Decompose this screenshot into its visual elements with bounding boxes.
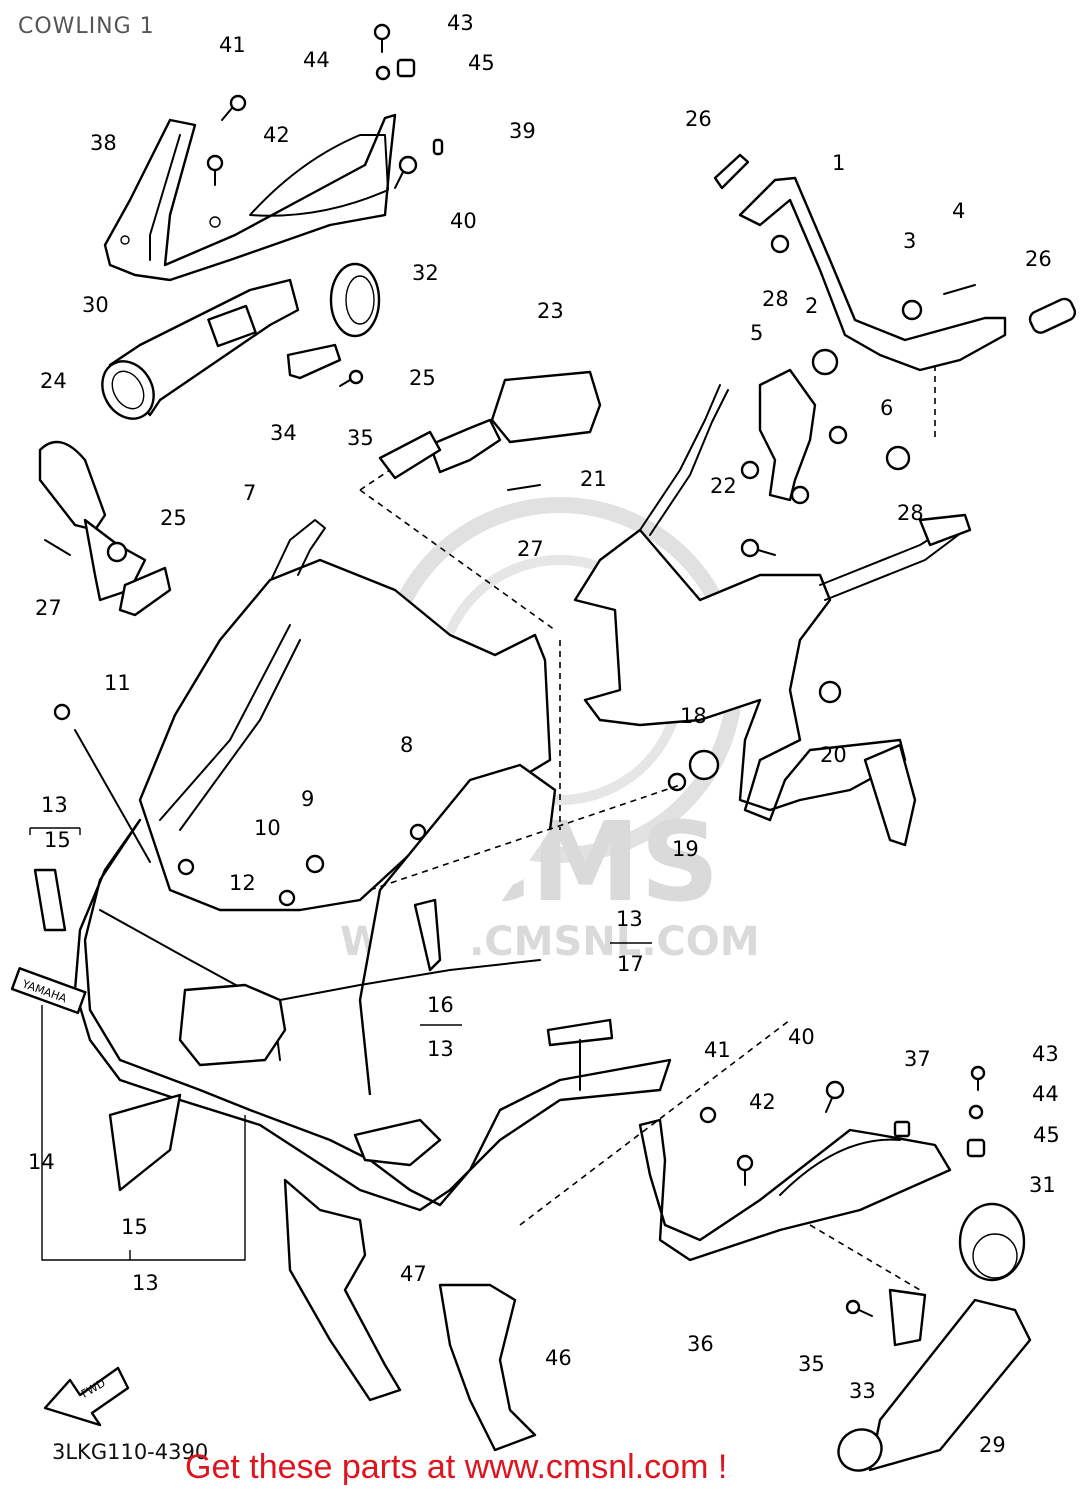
callout-number: 44 bbox=[1032, 1082, 1059, 1106]
callout-number: 13 bbox=[616, 907, 643, 931]
callout-number: 16 bbox=[427, 993, 454, 1017]
callout-number: 9 bbox=[301, 787, 314, 811]
callout-number: 8 bbox=[400, 733, 413, 757]
diagram-code: 3LKG110-4390 bbox=[52, 1440, 209, 1464]
part-stay-21 bbox=[573, 384, 972, 847]
callout-number: 3 bbox=[903, 229, 916, 253]
callout-number: 25 bbox=[160, 506, 187, 530]
callout-number: 14 bbox=[28, 1150, 55, 1174]
callout-number: 45 bbox=[468, 51, 495, 75]
callout-number: 26 bbox=[1025, 247, 1052, 271]
callout-number: 2 bbox=[805, 294, 818, 318]
callout-number: 13 bbox=[41, 793, 68, 817]
callout-number: 28 bbox=[762, 287, 789, 311]
callout-number: 4 bbox=[952, 199, 965, 223]
callout-number: 41 bbox=[219, 33, 246, 57]
callout-number: 28 bbox=[897, 501, 924, 525]
callout-number: 29 bbox=[979, 1433, 1006, 1457]
callout-number: 7 bbox=[243, 481, 256, 505]
callout-number: 18 bbox=[680, 704, 707, 728]
callout-number: 26 bbox=[685, 107, 712, 131]
callout-number: 42 bbox=[263, 123, 290, 147]
callout-number: 6 bbox=[880, 396, 893, 420]
callout-number: 31 bbox=[1029, 1173, 1056, 1197]
part-bracket-34 bbox=[286, 343, 364, 387]
callout-number: 10 bbox=[254, 816, 281, 840]
part-cover-47 bbox=[283, 1178, 402, 1402]
callout-number: 36 bbox=[687, 1332, 714, 1356]
callout-number: 34 bbox=[270, 421, 297, 445]
callout-number: 13 bbox=[427, 1037, 454, 1061]
callout-number: 43 bbox=[447, 11, 474, 35]
callout-number: 33 bbox=[849, 1379, 876, 1403]
part-bracket-5 bbox=[740, 368, 848, 505]
callout-number: 19 bbox=[672, 837, 699, 861]
part-front-cowling bbox=[10, 763, 672, 1212]
callout-number: 23 bbox=[537, 299, 564, 323]
part-stay-1 bbox=[713, 153, 1077, 471]
callout-number: 15 bbox=[121, 1215, 148, 1239]
part-grommet-32 bbox=[329, 262, 381, 338]
part-mirror-23 bbox=[378, 370, 602, 491]
callout-number: 40 bbox=[450, 209, 477, 233]
callout-number: 30 bbox=[82, 293, 109, 317]
callout-number: 13 bbox=[132, 1271, 159, 1295]
callout-number: 37 bbox=[904, 1047, 931, 1071]
diagram-title: COWLING 1 bbox=[18, 14, 155, 39]
callout-number: 38 bbox=[90, 131, 117, 155]
callout-number: 5 bbox=[750, 321, 763, 345]
callout-number: 25 bbox=[409, 366, 436, 390]
part-air-duct-30 bbox=[101, 278, 300, 420]
callout-number: 11 bbox=[104, 671, 131, 695]
callout-number: 43 bbox=[1032, 1042, 1059, 1066]
callout-number: 20 bbox=[820, 743, 847, 767]
part-air-duct-29 bbox=[837, 1288, 1032, 1472]
callout-number: 27 bbox=[517, 537, 544, 561]
part-inner-panel-38 bbox=[103, 113, 397, 282]
callout-number: 15 bbox=[44, 828, 71, 852]
callout-number: 21 bbox=[580, 467, 607, 491]
callout-number: 45 bbox=[1033, 1123, 1060, 1147]
callout-number: 17 bbox=[617, 952, 644, 976]
callout-number: 35 bbox=[798, 1352, 825, 1376]
callout-number: 35 bbox=[347, 426, 374, 450]
footer-link-text[interactable]: Get these parts at www.cmsnl.com ! bbox=[185, 1448, 728, 1486]
callout-number: 39 bbox=[509, 119, 536, 143]
fwd-arrow: FWD bbox=[43, 1366, 130, 1427]
callout-number: 41 bbox=[704, 1038, 731, 1062]
callout-number: 46 bbox=[545, 1346, 572, 1370]
callout-number: 22 bbox=[710, 474, 737, 498]
part-mirror-24 bbox=[38, 440, 172, 617]
callout-number: 1 bbox=[832, 151, 845, 175]
callout-number: 47 bbox=[400, 1262, 427, 1286]
callout-number: 27 bbox=[35, 596, 62, 620]
part-screws-top bbox=[206, 23, 444, 189]
callout-number: 32 bbox=[412, 261, 439, 285]
connector-lines bbox=[29, 469, 921, 1291]
callout-number: 24 bbox=[40, 369, 67, 393]
callout-number: 12 bbox=[229, 871, 256, 895]
callout-number: 44 bbox=[303, 48, 330, 72]
part-side-cowling-36 bbox=[638, 1065, 986, 1262]
part-cover-46 bbox=[438, 1283, 537, 1452]
callout-number: 42 bbox=[749, 1090, 776, 1114]
part-grommet-31 bbox=[958, 1202, 1026, 1282]
callout-number: 40 bbox=[788, 1025, 815, 1049]
